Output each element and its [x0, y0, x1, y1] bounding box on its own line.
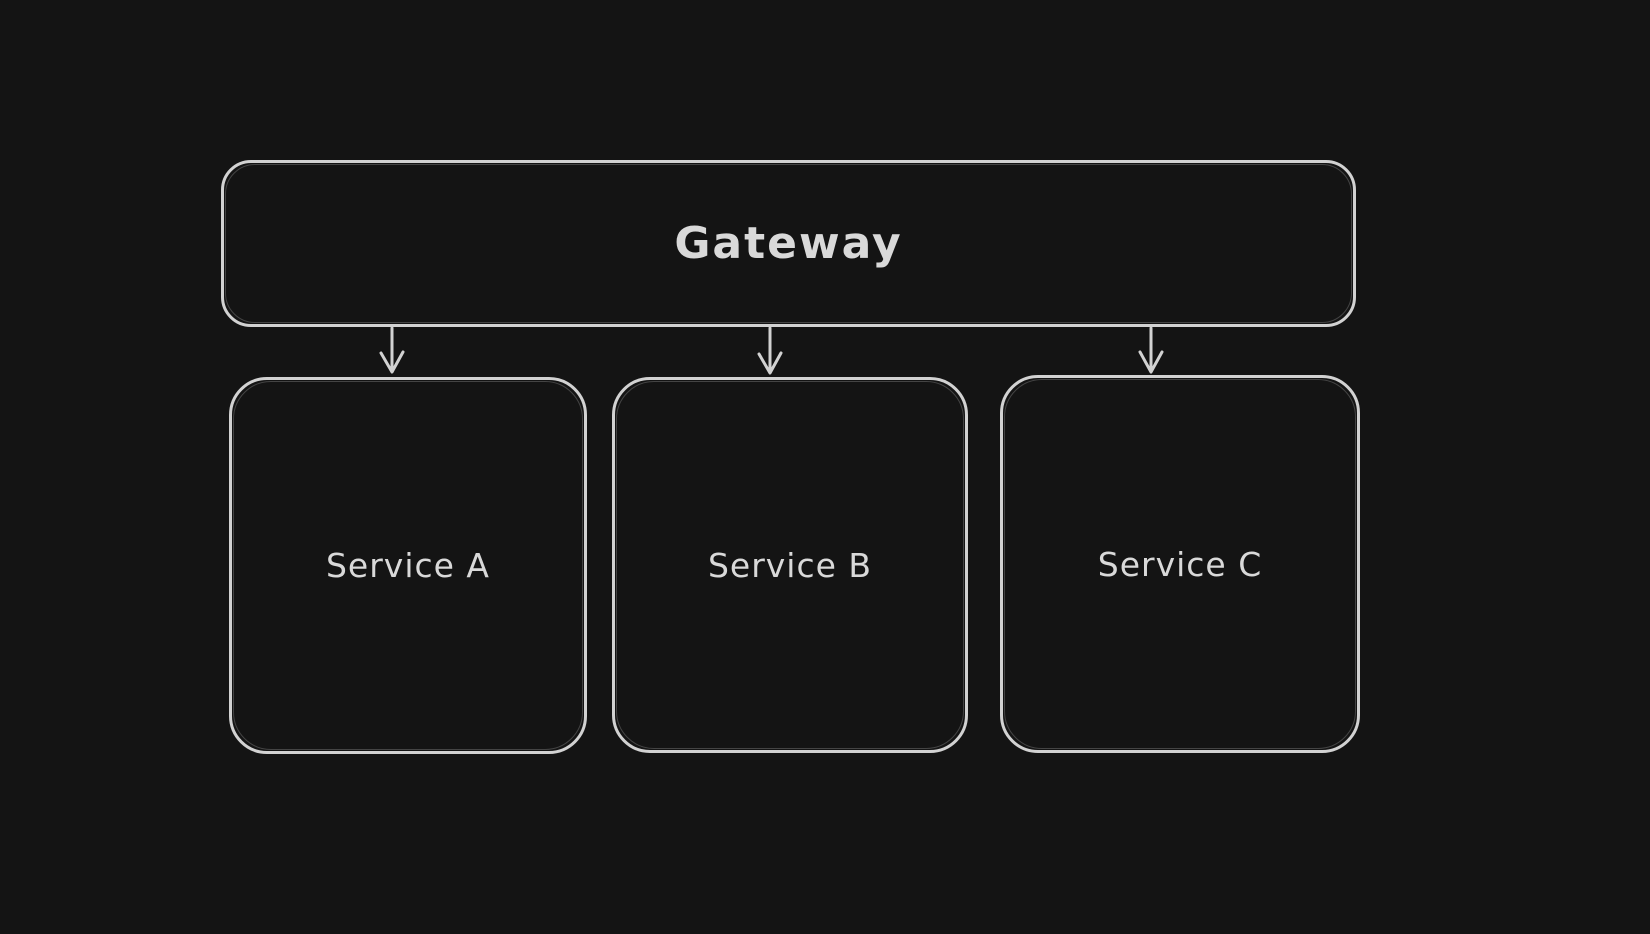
gateway-node[interactable]: Gateway [221, 160, 1356, 327]
arrow-down-icon [757, 326, 783, 375]
service-a-label: Service A [325, 546, 491, 585]
service-a-node[interactable]: Service A [229, 377, 587, 754]
service-c-label: Service C [1097, 544, 1263, 584]
service-b-label: Service B [707, 545, 873, 585]
arrow-down-icon [379, 326, 405, 374]
service-c-node[interactable]: Service C [1000, 375, 1360, 753]
arrow-gateway-to-service-c-icon[interactable] [1138, 326, 1164, 374]
arrow-gateway-to-service-b-icon[interactable] [757, 326, 783, 375]
gateway-label: Gateway [674, 218, 903, 269]
arrow-down-icon [1138, 326, 1164, 374]
arrow-gateway-to-service-a-icon[interactable] [379, 326, 405, 374]
service-b-node[interactable]: Service B [612, 377, 968, 753]
